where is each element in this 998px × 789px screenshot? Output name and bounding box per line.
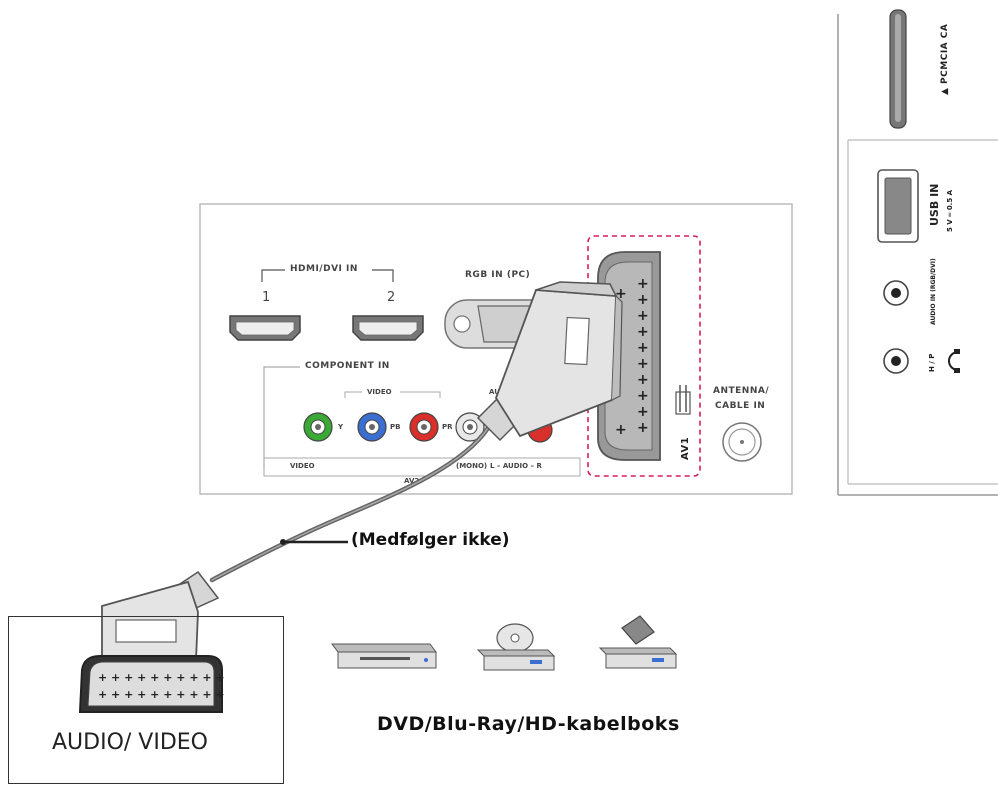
jack-audio-l[interactable]: [455, 412, 485, 442]
hd-cable-box-icon: [598, 615, 678, 669]
port-pr-label: PR: [442, 423, 453, 431]
port-y-label: Y: [338, 423, 344, 431]
svg-text:+: +: [637, 388, 649, 404]
hdmi-port-1[interactable]: [229, 315, 301, 341]
usb-port[interactable]: [877, 169, 919, 243]
antenna-label-line2: CABLE IN: [715, 401, 766, 411]
rgb-label: RGB IN (PC): [465, 270, 531, 280]
av2-label: AV2: [404, 477, 420, 485]
headphone-icon: [948, 349, 960, 373]
dvd-player-icon: [331, 643, 437, 669]
headphone-jack[interactable]: [883, 348, 909, 374]
svg-text:+: +: [637, 404, 649, 420]
hdmi-port-2[interactable]: [352, 315, 424, 341]
antenna-port[interactable]: [722, 422, 762, 462]
svg-text:+: +: [637, 324, 649, 340]
hdmi-port-2-label: 2: [387, 290, 396, 305]
hdmi-group-label: HDMI/DVI IN: [290, 264, 358, 274]
jack-pb[interactable]: [357, 412, 387, 442]
device-box-label: AUDIO/ VIDEO: [52, 730, 208, 755]
port-pb-label: PB: [390, 423, 401, 431]
hdmi-port-1-label: 1: [262, 290, 271, 305]
svg-text:+: +: [615, 422, 627, 438]
svg-text:+: +: [637, 308, 649, 324]
antenna-label-line1: ANTENNA/: [713, 386, 770, 396]
svg-text:+ + + + + + + + + +: + + + + + + + + + +: [98, 671, 225, 684]
audio-in-jack[interactable]: [883, 280, 909, 306]
scart-plug-top: [476, 281, 623, 442]
svg-text:+: +: [637, 292, 649, 308]
av-device-box: [8, 616, 284, 784]
jack-y[interactable]: [303, 412, 333, 442]
scart-plug-bottom: [101, 570, 220, 661]
svg-text:+ + + + + + + + + +: + + + + + + + + + +: [98, 688, 225, 701]
jack-pr[interactable]: [409, 412, 439, 442]
audio-lr-label: L – AUDIO – R: [490, 462, 542, 470]
svg-text:+: +: [637, 340, 649, 356]
devices-caption: DVD/Blu-Ray/HD-kabelboks: [377, 713, 680, 735]
mono-label: (MONO): [456, 462, 488, 470]
bluray-player-icon: [476, 623, 556, 671]
svg-text:+: +: [615, 286, 627, 302]
component-video-label: VIDEO: [367, 388, 392, 396]
svg-text:+: +: [637, 276, 649, 292]
component-label: COMPONENT IN: [305, 361, 390, 371]
cable-label: (Medfølger ikke): [351, 530, 510, 550]
svg-text:+: +: [637, 356, 649, 372]
svg-text:+: +: [637, 420, 649, 436]
svg-text:+: +: [637, 372, 649, 388]
video-label: VIDEO: [290, 462, 315, 470]
